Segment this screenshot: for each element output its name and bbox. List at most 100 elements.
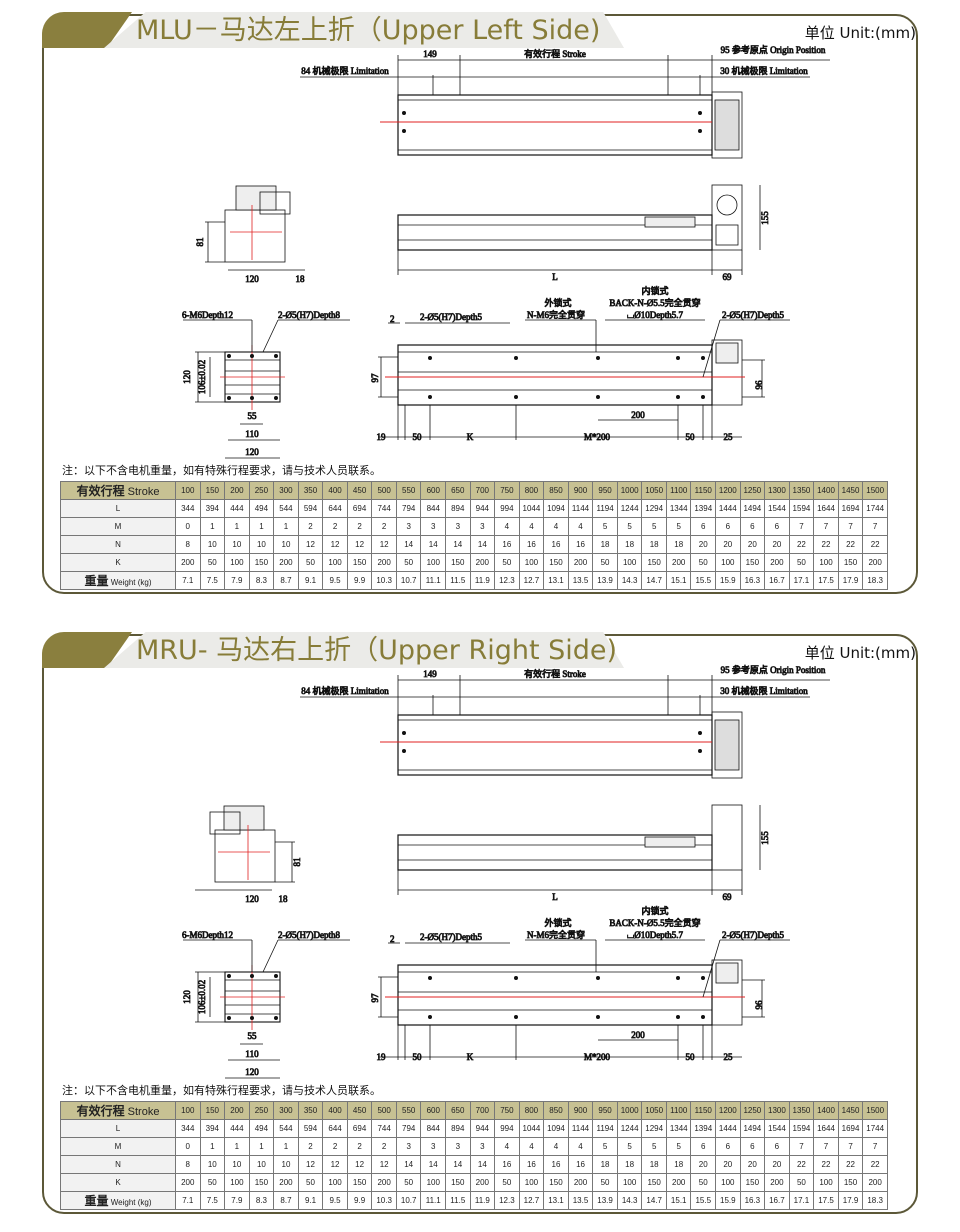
table-cell: 16 <box>518 1155 545 1174</box>
mounting-view <box>183 319 350 459</box>
side-view <box>397 184 761 275</box>
label-outer-spec: N-M6完全贯穿 <box>527 309 585 320</box>
dim-18: 18 <box>279 894 289 904</box>
stroke-cell: 1350 <box>788 1101 815 1120</box>
table-cell: 7 <box>788 1137 815 1156</box>
table-cell: 2 <box>297 517 324 536</box>
table-cell: 14 <box>420 535 447 554</box>
dim-96: 96 <box>754 380 764 390</box>
stroke-cell: 850 <box>543 481 569 500</box>
dim-stroke: 有效行程 Stroke <box>524 668 586 679</box>
table-cell: 18 <box>665 1155 692 1174</box>
table-cell: 844 <box>420 1119 447 1138</box>
dim-M200: M*200 <box>584 1052 611 1062</box>
table-cell: 694 <box>346 1119 373 1138</box>
label-inner-spec1: BACK-N-Ø5.5完全贯穿 <box>609 297 700 308</box>
weight-cell: 16.3 <box>739 571 766 590</box>
weight-cell: 10.7 <box>395 1191 422 1210</box>
table-cell: 14 <box>445 535 471 554</box>
table-cell: 594 <box>297 1119 324 1138</box>
table-cell: 3 <box>420 517 447 536</box>
table-cell: 6 <box>715 517 741 536</box>
weight-cell: 7.5 <box>199 1191 226 1210</box>
table-cell: 100 <box>224 553 250 572</box>
table-cell: 20 <box>715 535 741 554</box>
table-cell: 12 <box>371 535 397 554</box>
weight-cell: 9.9 <box>346 1191 373 1210</box>
dim-25: 25 <box>724 432 734 442</box>
table-cell: 2 <box>371 517 397 536</box>
weight-cell: 16.7 <box>764 1191 790 1210</box>
row-header: N <box>60 535 176 554</box>
table-cell: 8 <box>175 535 201 554</box>
table-cell: 8 <box>175 1155 201 1174</box>
table-cell: 1444 <box>715 1119 741 1138</box>
dim-limit-84: 84 机械极限 Limitation <box>301 685 389 696</box>
table-cell: 344 <box>175 499 201 518</box>
table-cell: 14 <box>395 1155 422 1174</box>
stroke-cell: 1150 <box>690 1101 717 1120</box>
table-cell: 394 <box>199 499 226 518</box>
table-cell: 200 <box>567 553 594 572</box>
table-cell: 20 <box>764 535 790 554</box>
label-inner-spec2: ⌴Ø10Depth5.7 <box>627 930 683 940</box>
weight-cell: 8.7 <box>273 571 299 590</box>
weight-cell: 12.3 <box>494 1191 520 1210</box>
table-cell: 20 <box>690 1155 717 1174</box>
weight-cell: 14.7 <box>641 571 667 590</box>
table-cell: 50 <box>395 1173 422 1192</box>
label-pin-depth8: 2-Ø5(H7)Depth8 <box>278 930 340 940</box>
dim-limit-30: 30 机械极限 Limitation <box>720 685 808 696</box>
weight-cell: 15.5 <box>690 571 717 590</box>
dim-120: 120 <box>245 894 259 904</box>
table-cell: 150 <box>543 553 569 572</box>
table-cell: 50 <box>199 553 226 572</box>
table-cell: 1744 <box>862 1119 888 1138</box>
weight-cell: 11.1 <box>420 571 447 590</box>
label-pin-depth8: 2-Ø5(H7)Depth8 <box>278 310 340 320</box>
weight-cell: 11.5 <box>445 571 471 590</box>
dim-18: 18 <box>296 274 306 284</box>
table-cell: 100 <box>420 553 447 572</box>
table-cell: 200 <box>665 1173 692 1192</box>
table-cell: 200 <box>175 553 201 572</box>
row-header-weight: 重量 Weight (kg) <box>60 1191 176 1210</box>
table-cell: 6 <box>690 1137 717 1156</box>
table-cell: 5 <box>592 1137 618 1156</box>
table-cell: 50 <box>690 553 717 572</box>
table-cell: 7 <box>813 1137 839 1156</box>
stroke-cell: 150 <box>199 1101 226 1120</box>
table-cell: 150 <box>248 1173 275 1192</box>
table-cell: 1694 <box>837 499 864 518</box>
table-cell: 200 <box>567 1173 594 1192</box>
stroke-cell: 1500 <box>862 481 888 500</box>
label-pin-depth5-left: 2-Ø5(H7)Depth5 <box>420 312 482 322</box>
table-cell: 7 <box>837 1137 864 1156</box>
weight-cell: 10.3 <box>371 571 397 590</box>
table-cell: 944 <box>469 1119 496 1138</box>
stroke-cell: 1400 <box>813 481 839 500</box>
stroke-cell: 250 <box>248 481 275 500</box>
stroke-cell: 1250 <box>739 1101 766 1120</box>
table-cell: 200 <box>469 1173 496 1192</box>
table-cell: 150 <box>837 553 864 572</box>
table-cell: 100 <box>616 1173 643 1192</box>
table-cell: 3 <box>395 517 422 536</box>
stroke-cell: 1450 <box>837 1101 864 1120</box>
table-cell: 100 <box>715 553 741 572</box>
row-header: M <box>60 517 176 536</box>
table-cell: 200 <box>764 553 790 572</box>
dim-limit-84: 84 机械极限 Limitation <box>301 65 389 76</box>
table-cell: 544 <box>273 1119 299 1138</box>
dim-69: 69 <box>723 272 733 282</box>
table-cell: 150 <box>837 1173 864 1192</box>
bottom-view <box>378 319 790 440</box>
table-cell: 150 <box>346 1173 373 1192</box>
stroke-cell: 550 <box>395 1101 422 1120</box>
weight-cell: 17.5 <box>813 1191 839 1210</box>
